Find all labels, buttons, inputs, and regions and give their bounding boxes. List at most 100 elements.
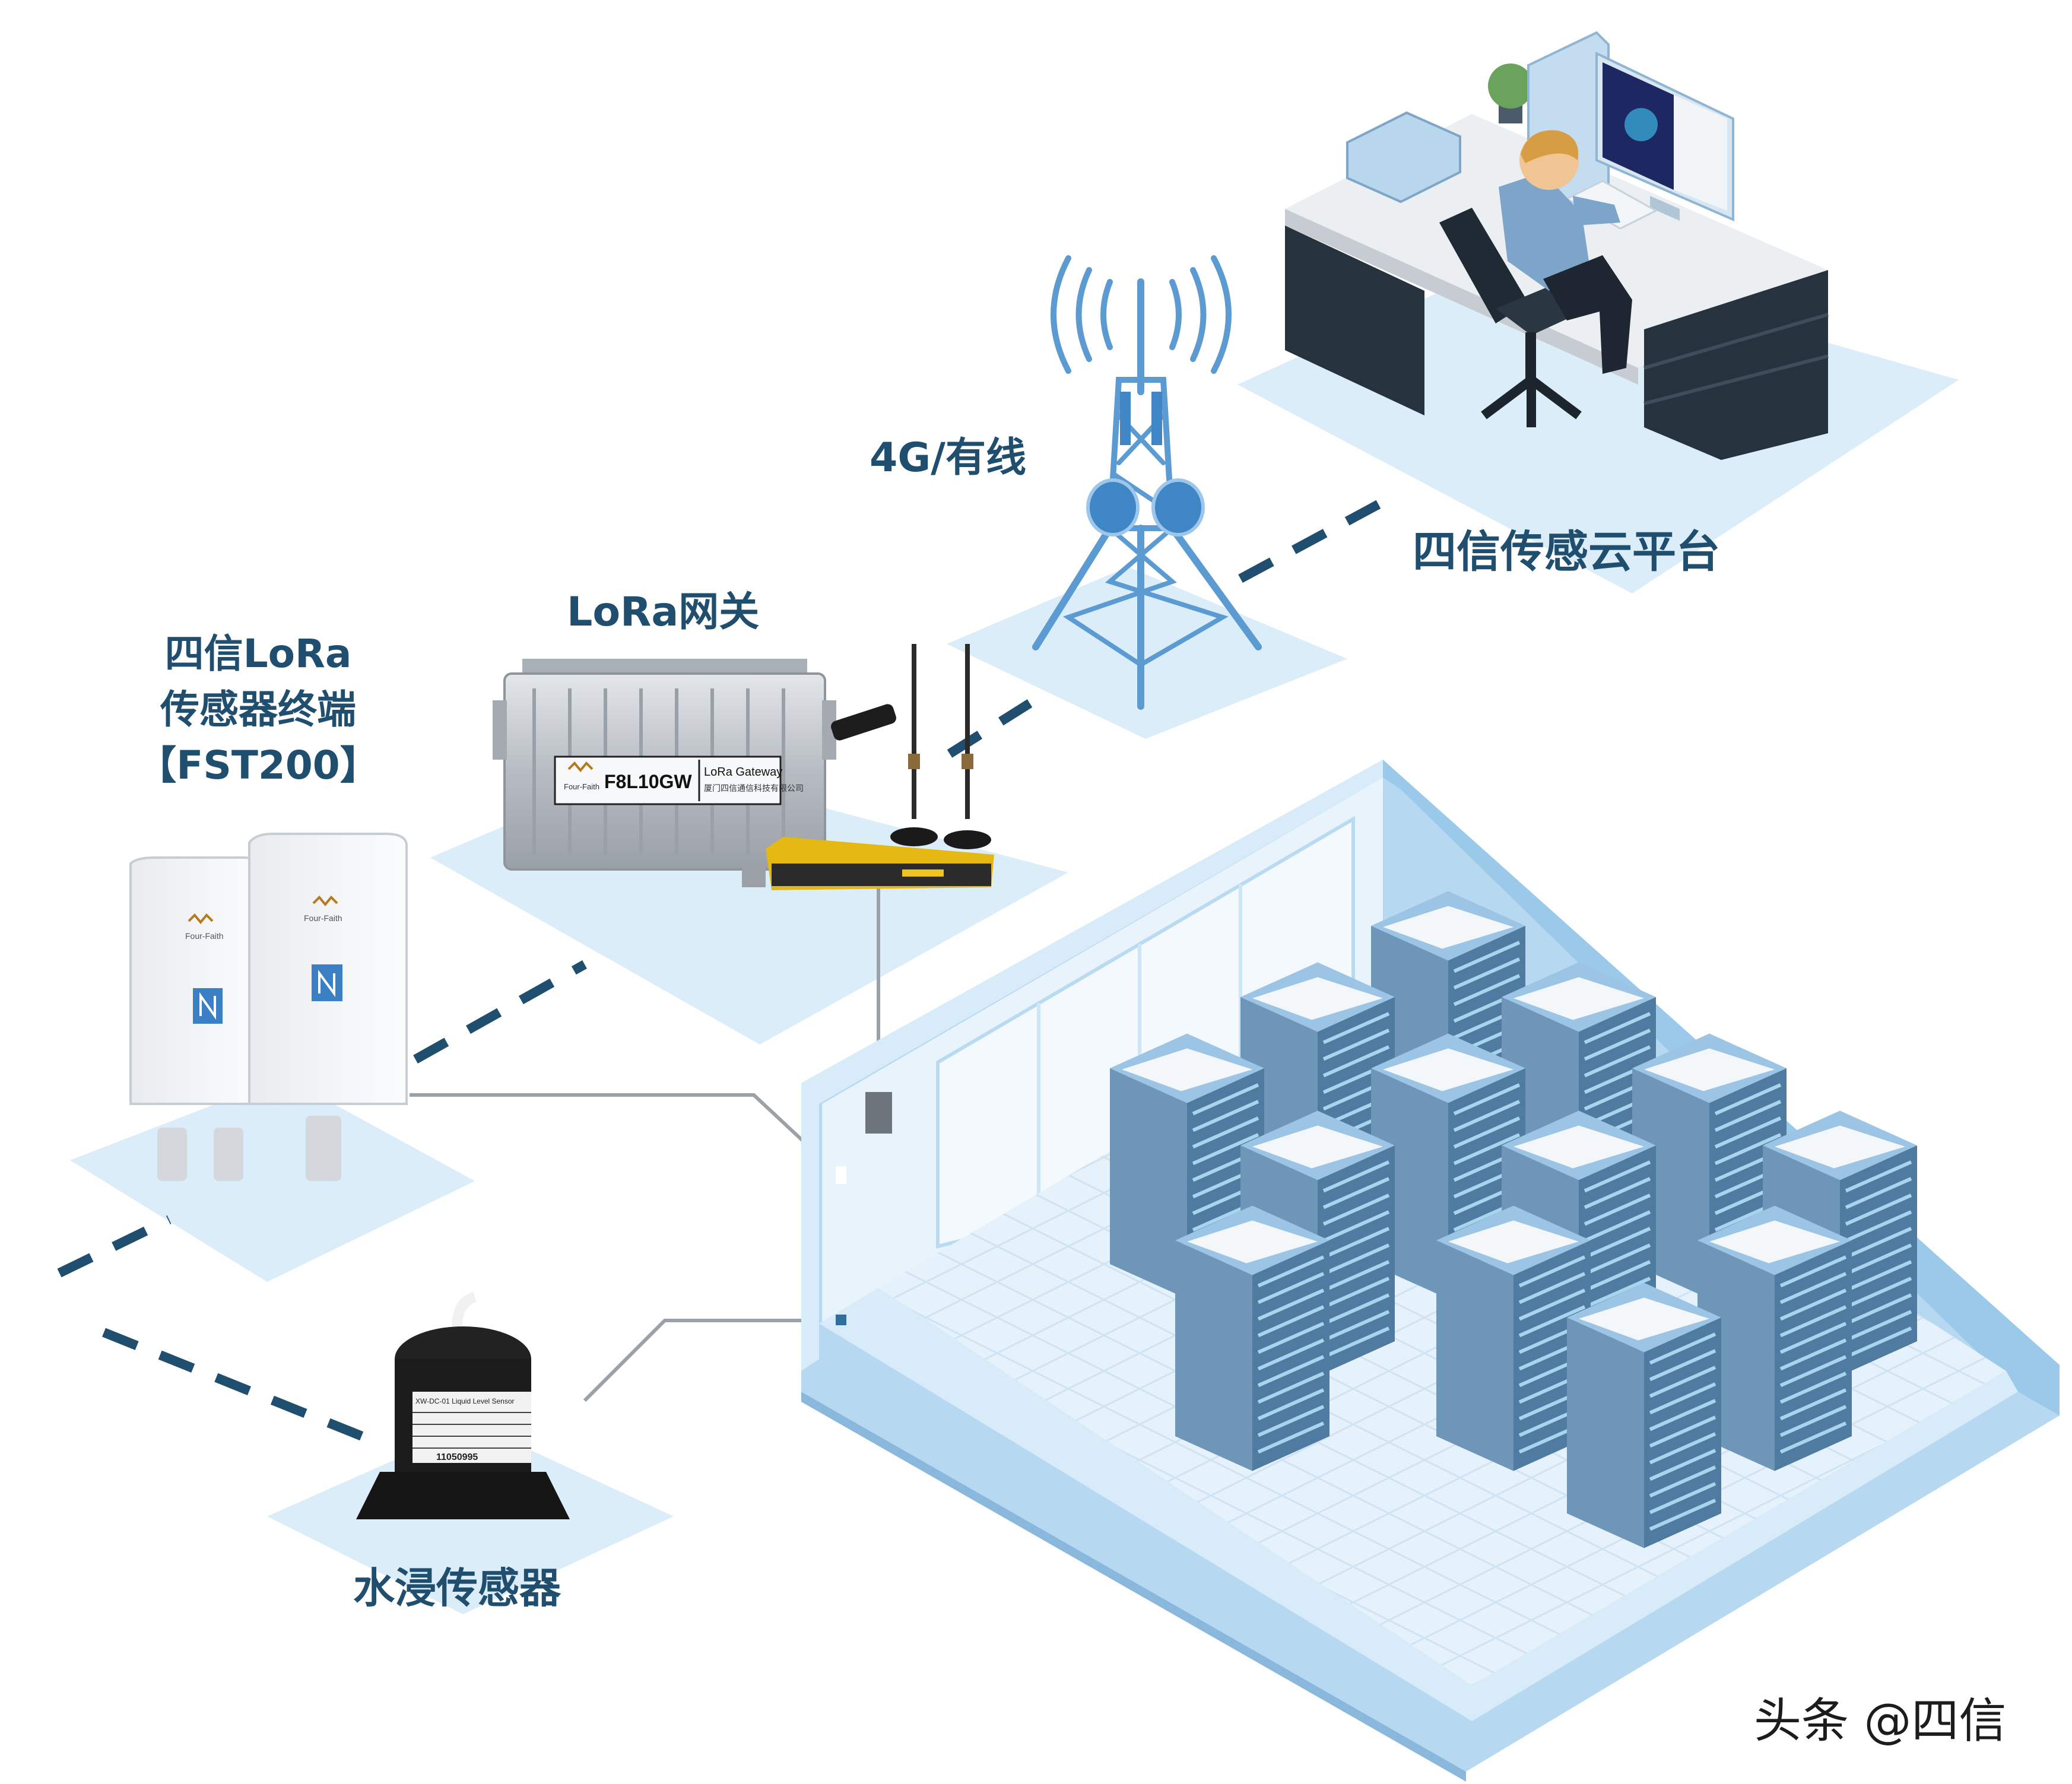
rack-server-unit xyxy=(1584,1243,1651,1276)
rack-server-unit xyxy=(1649,1432,1716,1465)
rack-server-unit xyxy=(1779,1372,1847,1404)
rack-server-unit xyxy=(1257,1372,1325,1404)
rack-server-unit xyxy=(1584,1177,1651,1210)
monitor-login-panel xyxy=(1674,95,1727,211)
rack-top-label xyxy=(1513,1125,1644,1169)
rack-server-unit xyxy=(1322,1227,1390,1259)
rack-server-unit xyxy=(1649,1482,1716,1515)
tower-dish-right xyxy=(1151,478,1205,537)
sensor-brand-back: Four-Faith xyxy=(185,931,224,941)
sensor-terminal-label-line2: 传感器终端 xyxy=(160,687,356,732)
rack-server-unit xyxy=(1322,1293,1390,1326)
rack-server-unit xyxy=(1322,1310,1390,1342)
rack-server-unit xyxy=(1714,1133,1782,1166)
rack-top-label xyxy=(1644,1048,1775,1091)
person-hair xyxy=(1521,130,1579,163)
rack-server-unit xyxy=(1779,1355,1847,1388)
rack-server-unit xyxy=(1192,1083,1259,1116)
rack-side xyxy=(1567,1318,1644,1548)
desk-top-front xyxy=(1285,209,1638,385)
rack-top-label xyxy=(1383,906,1513,949)
rack-server-unit xyxy=(1322,1177,1390,1210)
rack-server-unit xyxy=(1779,1421,1847,1454)
rack-top-label xyxy=(1448,1220,1579,1264)
sensor-terminal-label: 四信LoRa 传感器终端 【FST200】 xyxy=(119,626,398,793)
rack-server-unit xyxy=(1584,1227,1651,1259)
rack-server-unit xyxy=(1845,1193,1912,1226)
gateway-model: F8L10GW xyxy=(604,771,692,792)
rack-server-unit xyxy=(1649,1349,1716,1382)
rack-server-unit xyxy=(1257,1338,1325,1371)
rack-server-unit xyxy=(1845,1227,1912,1259)
rack-server-unit xyxy=(1584,1260,1651,1293)
rack-server-unit xyxy=(1257,1272,1325,1304)
rack-server-unit xyxy=(1453,1133,1521,1166)
rack-server-unit xyxy=(1518,1288,1586,1321)
plate-sensor xyxy=(70,1077,475,1282)
desk-drawer-right xyxy=(1644,270,1828,460)
rack-server-unit xyxy=(1257,1322,1325,1354)
room-base-front xyxy=(801,1392,1466,1782)
rack-server-unit xyxy=(1649,1465,1716,1498)
gateway-nameplate xyxy=(554,755,782,805)
rack-server-unit xyxy=(1453,974,1521,1007)
sensor-terminal-label-line3: 【FST200】 xyxy=(137,742,379,788)
rack-server-unit xyxy=(1649,1449,1716,1481)
wire-sensor-room xyxy=(410,1093,845,1180)
rack-server-unit xyxy=(1584,1012,1651,1045)
router-front xyxy=(772,864,991,886)
rack-server-unit xyxy=(1322,1260,1390,1293)
screen-glow xyxy=(1624,108,1658,141)
link-sensor-water-a xyxy=(57,1215,172,1278)
rack-top-label xyxy=(1579,1297,1709,1341)
rack-server-unit xyxy=(1322,1210,1390,1243)
rack-top-label xyxy=(1709,1220,1840,1264)
rack-server-unit xyxy=(1845,1243,1912,1276)
water-sensor-device: XW-DC-01 Liquid Level Sensor 11050995 xyxy=(356,1291,570,1519)
rack-server-unit xyxy=(1845,1310,1912,1342)
rack-server-unit xyxy=(1714,1116,1782,1149)
rack-server-unit xyxy=(1845,1293,1912,1326)
rack-server-unit xyxy=(1257,1255,1325,1288)
rack-server-unit xyxy=(1649,1366,1716,1398)
person-legs xyxy=(1543,255,1632,374)
gateway-mount-foot xyxy=(493,700,507,760)
water-sensor-serial: 11050995 xyxy=(436,1452,478,1462)
rack-server-unit xyxy=(1779,1305,1847,1338)
router-antenna-base-l xyxy=(890,827,938,846)
rack-server-unit xyxy=(1322,1045,1390,1078)
chair-post xyxy=(1525,332,1536,380)
rack-top-label xyxy=(1187,1220,1318,1264)
rack-server-unit xyxy=(1779,1322,1847,1354)
rack-server-unit xyxy=(1453,957,1521,990)
watermark: 头条 @四信 xyxy=(1754,1693,2007,1748)
rack-server-unit xyxy=(1714,1100,1782,1132)
sensor-terminal-label-line1: 四信LoRa xyxy=(164,631,352,677)
rack-server-unit xyxy=(1779,1338,1847,1371)
rack-server-unit xyxy=(1322,1012,1390,1045)
rack-server-unit xyxy=(1192,1116,1259,1149)
rack-side xyxy=(1436,1240,1513,1471)
rack-server-unit xyxy=(1453,941,1521,973)
rack-server-unit xyxy=(1845,1177,1912,1210)
rack-server-unit xyxy=(1714,1083,1782,1116)
link-sensor-gateway xyxy=(413,960,587,1064)
rack-server-unit xyxy=(1779,1288,1847,1321)
rack-server-unit xyxy=(1584,1160,1651,1193)
plant-leaves xyxy=(1488,64,1533,109)
water-sensor-label xyxy=(413,1392,531,1463)
rack-server-unit xyxy=(1322,1029,1390,1061)
router-antenna-coil-r xyxy=(962,754,973,769)
router-antenna-coil-l xyxy=(908,754,920,769)
router-device xyxy=(766,644,994,890)
link-sensor-water-b xyxy=(102,1328,364,1441)
rack-server-unit xyxy=(1584,1029,1651,1061)
tower-dish-left xyxy=(1086,478,1140,537)
gateway-product-label: LoRa Gateway xyxy=(704,766,782,779)
network-label: 4G/有线 xyxy=(870,434,1026,481)
water-sensor-label: 水浸传感器 xyxy=(353,1564,561,1612)
person-arm xyxy=(1573,196,1620,226)
cloud-workstation xyxy=(1285,31,1829,460)
rack-server-unit xyxy=(1649,1415,1716,1448)
tower-panel-left xyxy=(1120,392,1131,445)
